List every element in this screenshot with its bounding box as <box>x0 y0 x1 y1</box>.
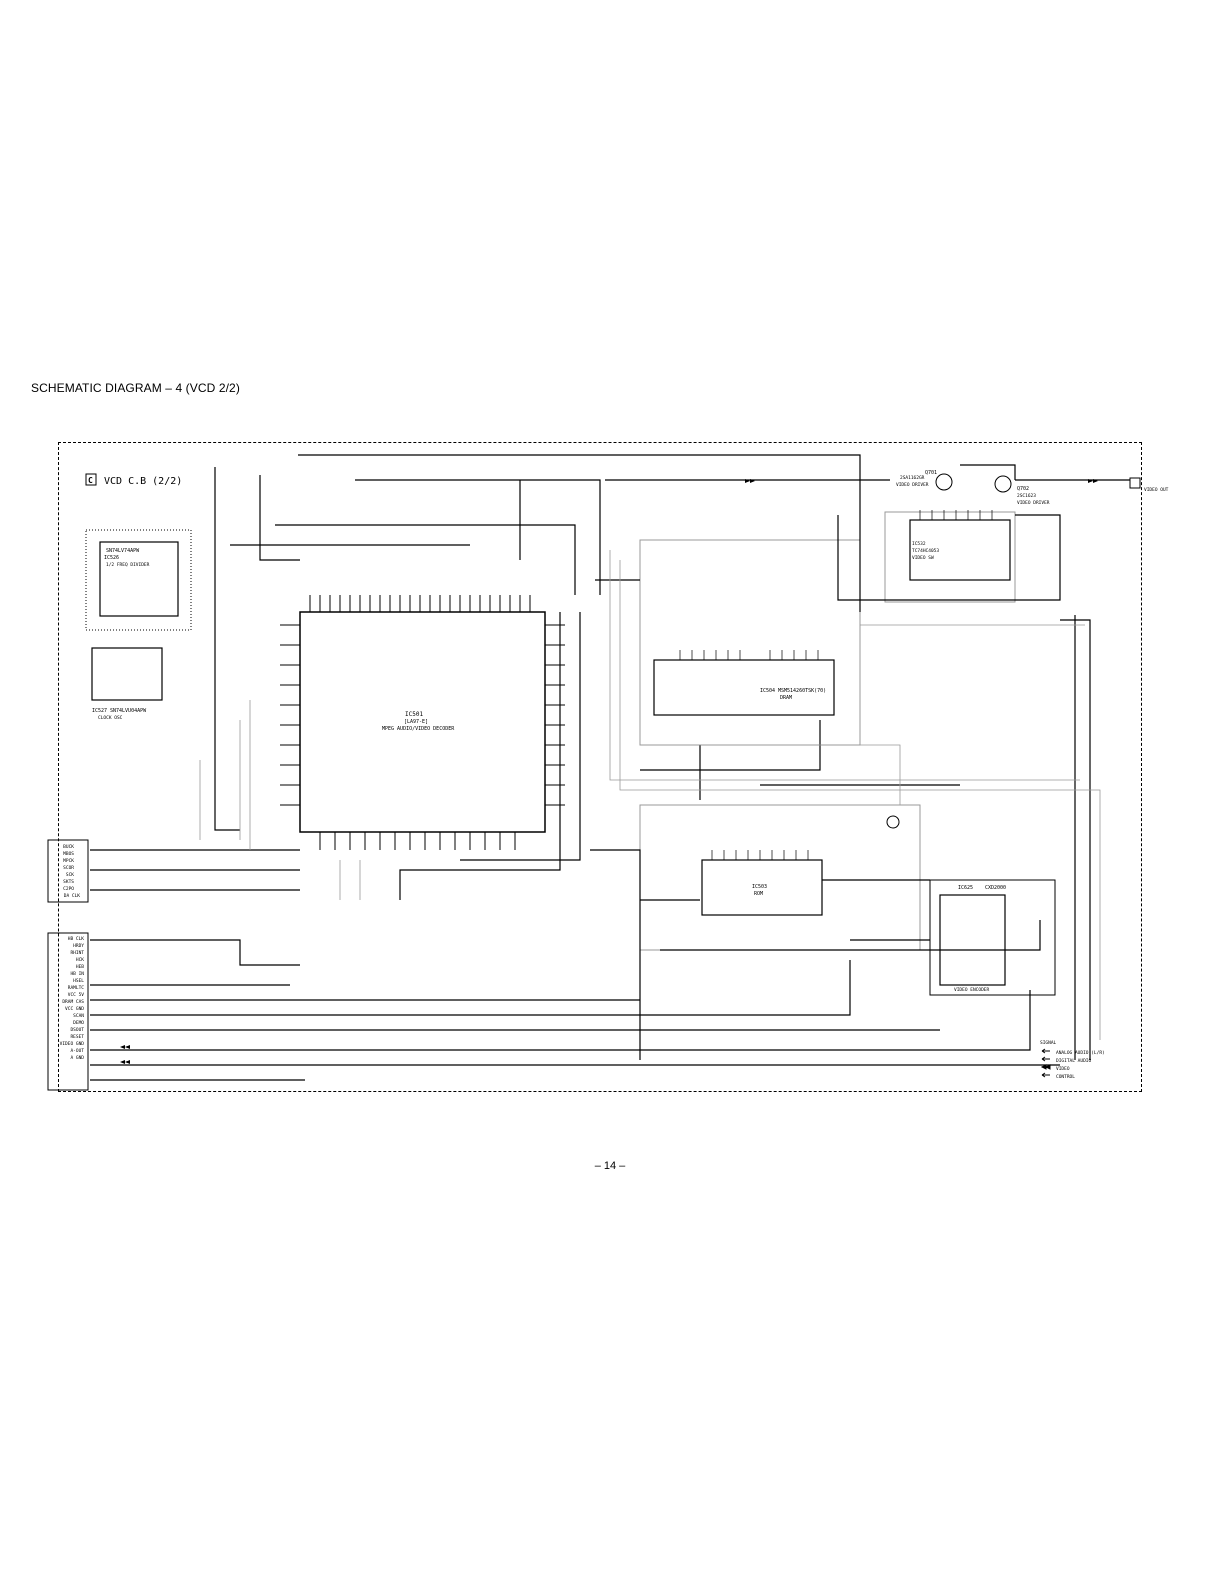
connector-bottom-body <box>47 932 89 1091</box>
video-out-label: VIDEO OUT <box>1144 487 1169 493</box>
ic532-body <box>909 519 1011 581</box>
rom-outline <box>639 804 921 951</box>
dram-ref: IC504 <box>760 688 775 694</box>
conn-bottom-pin: RHINT <box>70 950 84 956</box>
conn-top-pin: SCOR <box>63 865 74 871</box>
ic526-part: SN74LV74APW <box>106 548 140 554</box>
dram-body <box>653 659 835 716</box>
conn-bottom-pin: HCK <box>76 957 84 963</box>
ic527-ref: IC527 <box>92 708 107 714</box>
conn-bottom-pin: HB CLK <box>68 936 85 942</box>
rom-desc: ROM <box>754 891 763 897</box>
signal-arrows <box>120 479 1098 1064</box>
main-ic-body <box>299 611 546 833</box>
page-number: – 14 – <box>594 1160 626 1172</box>
q702-part: 2SC1623 <box>1017 493 1036 499</box>
main-ic-desc: MPEG AUDIO/VIDEO DECODER <box>382 726 455 732</box>
signal-arrow-icon <box>1088 479 1098 483</box>
dram-desc: DRAM <box>780 695 792 701</box>
ic625-outline <box>929 879 1056 996</box>
conn-top-pin: C2PO <box>63 886 74 892</box>
ic527-part: SN74LVU04APW <box>110 708 147 714</box>
signal-arrow-icon <box>120 1045 130 1049</box>
q701-desc: VIDEO DRIVER <box>896 482 929 488</box>
conn-bottom-pin: VCC GND <box>65 1006 84 1012</box>
connector-top-body <box>47 839 89 903</box>
conn-top-pin: DA CLK <box>64 893 81 899</box>
conn-bottom-pin: VIDEO GND <box>60 1041 85 1047</box>
conn-bottom-pin: DEMO <box>73 1020 84 1026</box>
modulator-symbol <box>886 815 900 829</box>
conn-bottom-pin: RAMLTC <box>68 985 85 991</box>
ic532-part: TC74HC4053 <box>912 548 939 554</box>
legend-arrow-icon <box>1041 1072 1050 1078</box>
board-marker-box <box>85 473 97 486</box>
main-ic-part: [LA97-E] <box>404 719 428 725</box>
legend-item: ANALOG AUDIO (L/R) <box>1056 1050 1105 1056</box>
chip-pin-rows <box>679 510 993 860</box>
conn-bottom-pin: DSOUT <box>70 1027 84 1033</box>
ic526-body <box>99 541 179 617</box>
legend-arrow-icon <box>1040 1064 1051 1070</box>
ic526-outline <box>85 529 192 631</box>
ic625-desc: VIDEO ENCODER <box>954 987 990 993</box>
legend-heading: SIGNAL <box>1040 1040 1057 1046</box>
conn-bottom-pin: VCC 5V <box>68 992 85 998</box>
ic532-desc: VIDEO SW <box>912 555 934 561</box>
q702-symbol <box>994 475 1012 493</box>
conn-bottom-pin: RESET <box>70 1034 84 1040</box>
ic532-outline <box>884 511 1016 603</box>
conn-top-pin: SKTS <box>63 879 74 885</box>
conn-bottom-pin: HSEL <box>73 978 84 984</box>
main-ic-ref: IC501 <box>405 711 423 718</box>
wiring <box>90 454 1130 1081</box>
q701-ref: Q701 <box>925 470 937 476</box>
conn-top-pin: SCK <box>66 872 74 878</box>
ic625-part: CXD2000 <box>985 885 1006 891</box>
main-ic-pins-bottom <box>319 832 516 850</box>
wiring-light <box>199 550 1101 1040</box>
ic527-body <box>91 647 163 701</box>
conn-bottom-pin: DRAM CAS <box>62 999 84 1005</box>
ic527-desc: CLOCK OSC <box>98 715 123 721</box>
conn-top-pin: MBOS <box>63 851 74 857</box>
legend-item: DIGITAL AUDIO <box>1056 1058 1092 1064</box>
conn-bottom-pin: HB IN <box>70 971 84 977</box>
ic526-desc: 1/2 FREQ DIVIDER <box>106 562 150 568</box>
conn-bottom-pin: HEB <box>76 964 84 970</box>
conn-bottom-pin: A GND <box>70 1055 84 1061</box>
ic526-ref: IC526 <box>104 555 119 561</box>
legend-arrow-icon <box>1041 1056 1050 1062</box>
rom-ref: IC503 <box>752 884 767 890</box>
signal-arrow-icon <box>120 1060 130 1064</box>
conn-bottom-pin: SCAN <box>73 1013 84 1019</box>
dram-outline <box>639 539 861 746</box>
conn-top-pin: MPCK <box>63 858 74 864</box>
ic625-body <box>939 894 1006 986</box>
q702-desc: VIDEO DRIVER <box>1017 500 1050 506</box>
board-marker: C <box>88 476 93 485</box>
conn-bottom-pin: A-OUT <box>70 1048 84 1054</box>
schematic-frame <box>58 442 1142 1092</box>
ic625-ref: IC625 <box>958 885 973 891</box>
q701-part: 2SA1162GR <box>900 475 925 481</box>
board-label: VCD C.B (2/2) <box>104 476 182 487</box>
q702-ref: Q702 <box>1017 486 1029 492</box>
main-ic-pins-sides <box>280 624 565 806</box>
legend-arrow-icon <box>1041 1048 1050 1054</box>
signal-arrow-icon <box>745 479 755 483</box>
conn-bottom-pin: HRDY <box>73 943 84 949</box>
conn-top-pin: BUCK <box>63 844 74 850</box>
ic532-ref: IC532 <box>912 541 926 547</box>
main-ic-pins-top <box>309 595 531 612</box>
legend-arrows <box>1040 1048 1051 1078</box>
q701-symbol <box>935 473 953 491</box>
legend-item: CONTROL <box>1056 1074 1075 1080</box>
video-out-jack <box>1129 477 1141 489</box>
legend-item: VIDEO <box>1056 1066 1070 1072</box>
dram-part: MSM514260TSK(70) <box>778 688 826 694</box>
rom-body <box>701 859 823 916</box>
page-title: SCHEMATIC DIAGRAM – 4 (VCD 2/2) <box>31 381 240 395</box>
